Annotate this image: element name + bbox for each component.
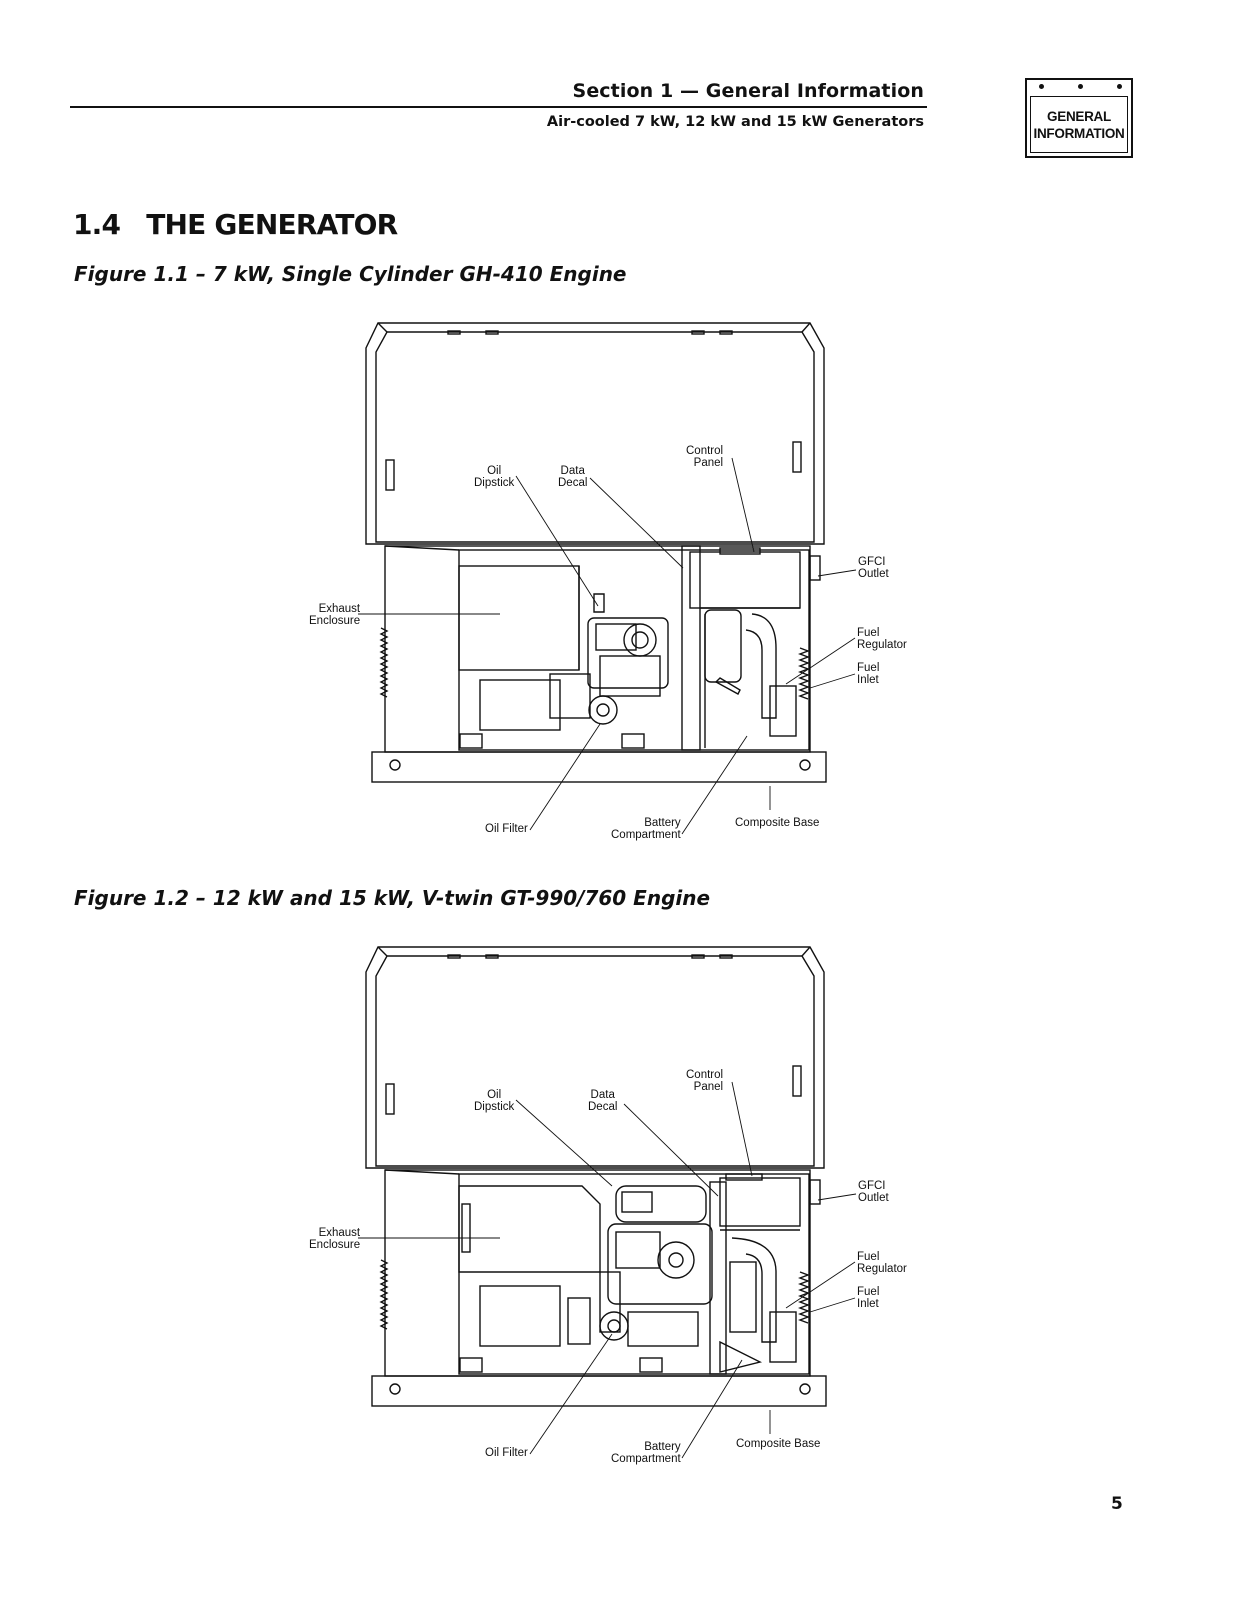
- section-heading: 1.4 THE GENERATOR: [73, 208, 398, 241]
- oil-filter-label: Oil Filter: [485, 1447, 528, 1459]
- oil-filter-label: Oil Filter: [485, 823, 528, 835]
- figure-2-caption: Figure 1.2 – 12 kW and 15 kW, V-twin GT-…: [74, 886, 711, 910]
- section-number: 1.4: [73, 208, 121, 241]
- tab-hole: [1039, 84, 1044, 89]
- composite-base-label: Composite Base: [736, 1438, 821, 1450]
- general-information-tab: GENERAL INFORMATION: [1025, 78, 1133, 158]
- composite-base-label: Composite Base: [735, 817, 820, 829]
- tab-hole: [1078, 84, 1083, 89]
- generator-12-15kw-drawing: [358, 946, 857, 1459]
- tab-label: GENERAL INFORMATION: [1030, 96, 1128, 153]
- section-title: Section 1 — General Information: [572, 80, 924, 102]
- document-subtitle: Air-cooled 7 kW, 12 kW and 15 kW Generat…: [546, 114, 924, 130]
- tab-label-line1: GENERAL: [1047, 108, 1111, 124]
- tab-hole: [1117, 84, 1122, 89]
- figure-1-caption: Figure 1.1 – 7 kW, Single Cylinder GH-41…: [74, 262, 627, 286]
- section-heading-title: THE GENERATOR: [146, 208, 398, 241]
- tab-label-line2: INFORMATION: [1033, 125, 1125, 141]
- header-rule: [70, 106, 927, 108]
- page-number: 5: [1111, 1494, 1123, 1514]
- generator-7kw-drawing: [358, 322, 857, 835]
